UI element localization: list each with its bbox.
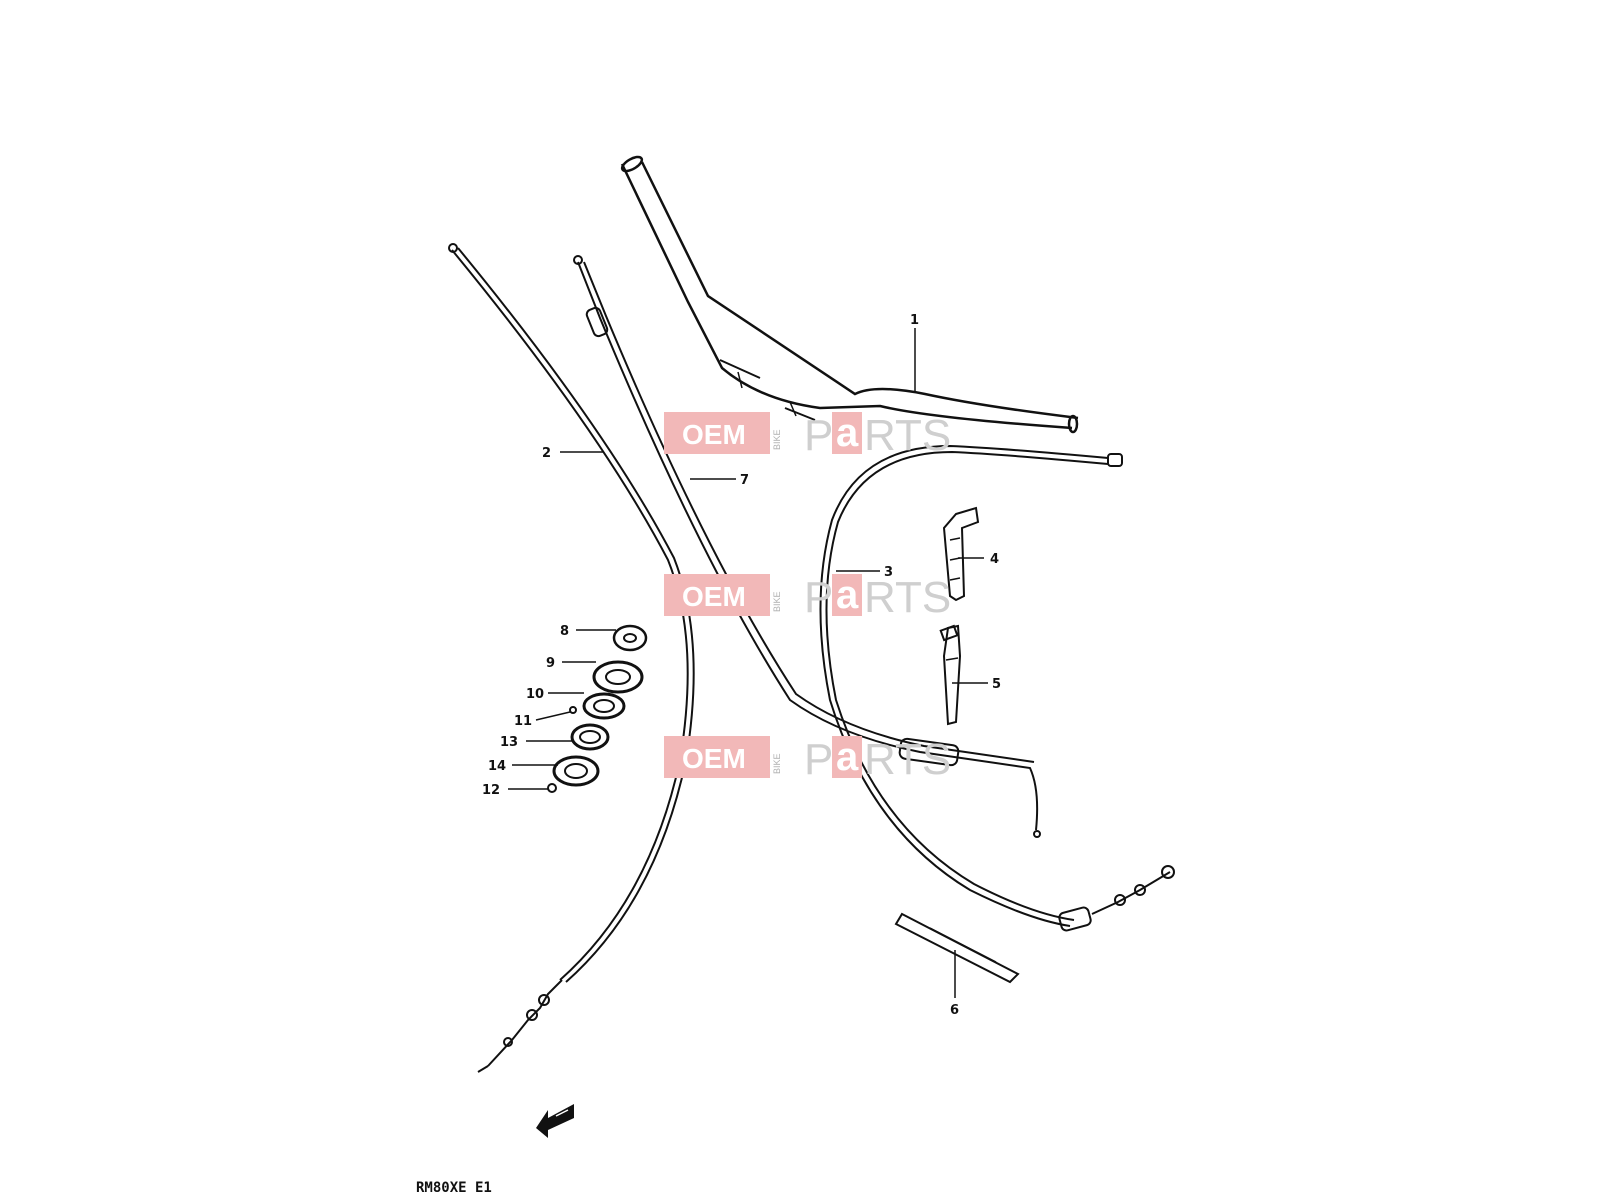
watermark-a-box <box>832 574 862 616</box>
callout-10[interactable]: 10 <box>526 687 544 702</box>
watermark-bike-text: BIKE <box>772 429 782 450</box>
watermark-oem-box <box>664 412 770 454</box>
callout-13[interactable]: 13 <box>500 735 518 750</box>
watermark: OEM BIKE P a RTS OEM BIKE P a RTS OEM BI… <box>664 411 951 784</box>
strap-part-6[interactable] <box>894 912 1020 984</box>
watermark-oem-box <box>664 736 770 778</box>
watermark-a-text: a <box>836 411 859 455</box>
strap-part-5[interactable] <box>939 624 962 726</box>
watermark-a-box <box>832 736 862 778</box>
callout-3[interactable]: 3 <box>884 565 893 580</box>
watermark-a-text: a <box>836 573 859 617</box>
callout-labels: 1 2 3 4 5 6 7 8 9 10 11 13 14 12 <box>482 313 1001 1018</box>
callout-14[interactable]: 14 <box>488 759 506 774</box>
watermark-row-2: OEM BIKE P a RTS <box>664 573 951 622</box>
watermark-oem-text: OEM <box>682 581 746 612</box>
callout-9[interactable]: 9 <box>546 656 555 671</box>
watermark-oem-text: OEM <box>682 419 746 450</box>
watermark-rts-text: RTS <box>864 411 951 460</box>
watermark-row-1: OEM BIKE P a RTS <box>664 411 951 460</box>
callout-5[interactable]: 5 <box>992 677 1001 692</box>
front-arrow-icon <box>536 1104 574 1138</box>
callout-4[interactable]: 4 <box>990 552 999 567</box>
callout-8[interactable]: 8 <box>560 624 569 639</box>
watermark-p-text: P <box>804 735 833 784</box>
watermark-oem-box <box>664 574 770 616</box>
watermark-oem-text: OEM <box>682 743 746 774</box>
watermark-rts-text: RTS <box>864 573 951 622</box>
watermark-bike-text: BIKE <box>772 591 782 612</box>
cable-part-7[interactable] <box>573 255 1041 838</box>
callout-12[interactable]: 12 <box>482 783 500 798</box>
washer-stack-8-14[interactable] <box>547 624 648 793</box>
watermark-p-text: P <box>804 573 833 622</box>
cable-part-3[interactable] <box>819 444 1175 932</box>
callout-7[interactable]: 7 <box>740 473 749 488</box>
handlebar-part-1[interactable] <box>620 154 1079 434</box>
callout-1[interactable]: 1 <box>910 313 919 328</box>
watermark-bike-text: BIKE <box>772 753 782 774</box>
diagram-code: RM80XE E1 <box>416 1180 492 1196</box>
watermark-p-text: P <box>804 411 833 460</box>
leader-lines <box>508 328 988 998</box>
cable-part-2[interactable] <box>448 243 695 1073</box>
watermark-a-text: a <box>836 735 859 779</box>
callout-2[interactable]: 2 <box>542 446 551 461</box>
callout-6[interactable]: 6 <box>950 1003 959 1018</box>
callout-11[interactable]: 11 <box>514 714 532 729</box>
watermark-rts-text: RTS <box>864 735 951 784</box>
watermark-row-3: OEM BIKE P a RTS <box>664 735 951 784</box>
watermark-a-box <box>832 412 862 454</box>
